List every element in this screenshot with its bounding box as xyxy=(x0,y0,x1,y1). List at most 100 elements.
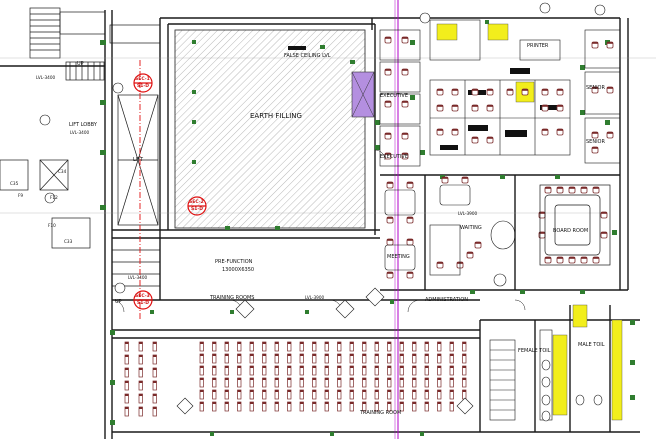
office-chair xyxy=(521,88,529,96)
office-chair xyxy=(386,271,394,279)
level-tag-1: LVL-3400 xyxy=(36,75,56,80)
section-marker-1-sheet: S1-D xyxy=(137,84,149,89)
office-chair xyxy=(384,100,392,108)
column-tag-f12: F12 xyxy=(50,195,58,200)
office-chair xyxy=(436,88,444,96)
office-chair xyxy=(591,131,599,139)
section-callouts xyxy=(133,73,207,310)
office-chair xyxy=(401,100,409,108)
office-chair xyxy=(544,186,552,194)
office-chair xyxy=(591,41,599,49)
office-chair xyxy=(606,41,614,49)
office-chair xyxy=(401,68,409,76)
office-chair xyxy=(471,88,479,96)
office-chair xyxy=(506,88,514,96)
office-chair xyxy=(556,186,564,194)
level-tag-3: LVL-3900 xyxy=(458,211,478,216)
office-chair xyxy=(451,88,459,96)
senior-label-1: SENIOR xyxy=(586,85,605,91)
column-tag-c34: C34 xyxy=(58,169,67,174)
meeting-tables xyxy=(384,184,516,287)
office-chair xyxy=(386,181,394,189)
office-chair xyxy=(436,128,444,136)
office-chair xyxy=(541,128,549,136)
office-chair xyxy=(451,128,459,136)
pre-function-label: PRE-FUNCTION xyxy=(215,259,253,265)
office-chair xyxy=(592,186,600,194)
office-chair xyxy=(606,86,614,94)
office-chair xyxy=(544,256,552,264)
section-marker-2-num: SEC-2 xyxy=(189,200,204,205)
office-chair xyxy=(600,211,608,219)
office-chair xyxy=(384,68,392,76)
up-label: UP xyxy=(77,61,84,67)
section-marker-3-num: SEC-3 xyxy=(135,294,150,299)
up-label-2: UP xyxy=(115,299,122,305)
lift-label: LIFT xyxy=(133,157,144,163)
earth-filling-area xyxy=(174,29,366,229)
training-rooms-label: TRAINING ROOMS xyxy=(210,295,255,301)
office-workstations xyxy=(379,19,621,167)
office-chair xyxy=(556,128,564,136)
toilet-fixtures xyxy=(489,329,603,422)
board-room-label: BOARD ROOM xyxy=(553,228,589,234)
training-room-label: TRAINING ROOM xyxy=(360,410,402,416)
level-tag-4: LVL-3400 xyxy=(128,275,148,280)
outer-walls xyxy=(0,10,640,439)
office-chair xyxy=(401,132,409,140)
board-room-table xyxy=(539,184,611,266)
waiting-label: WAITING xyxy=(460,225,482,231)
printer-label: PRINTER xyxy=(527,43,549,49)
stair-core xyxy=(0,7,161,301)
office-chair xyxy=(606,131,614,139)
office-chair xyxy=(384,132,392,140)
office-chair xyxy=(406,238,414,246)
office-chair xyxy=(466,251,474,259)
level-tag-2: LVL-3400 xyxy=(70,130,90,135)
office-chair xyxy=(541,88,549,96)
office-chair xyxy=(486,104,494,112)
column-tag-c33: C33 xyxy=(64,239,73,244)
male-toilet-label: MALE TOIL xyxy=(578,342,605,348)
executive-label-1: EXECUTIVE xyxy=(380,93,409,99)
office-chair xyxy=(474,241,482,249)
office-chair xyxy=(436,104,444,112)
office-chair xyxy=(436,261,444,269)
office-chair xyxy=(580,186,588,194)
office-chair xyxy=(568,256,576,264)
level-tag-5: LVL-3900 xyxy=(305,295,325,300)
office-chair xyxy=(461,176,469,184)
office-chair xyxy=(556,256,564,264)
earth-filling-label: EARTH FILLING xyxy=(250,112,302,120)
lift-lobby-label: LIFT LOBBY xyxy=(69,122,97,128)
office-chair xyxy=(406,216,414,224)
office-chair xyxy=(451,104,459,112)
office-chair xyxy=(386,238,394,246)
section-marker-1-num: SEC-1 xyxy=(135,77,150,82)
office-chair xyxy=(568,186,576,194)
pre-function-dims: 13000X6350 xyxy=(222,267,255,273)
office-chair xyxy=(541,104,549,112)
yellow-highlights xyxy=(436,23,623,421)
column-tag-f9: F9 xyxy=(18,193,24,198)
false-ceiling-label: FALSE CEILING LVL xyxy=(284,53,331,59)
office-chair xyxy=(486,88,494,96)
section-marker-2-sheet: S1-D xyxy=(191,207,203,212)
office-chair xyxy=(441,176,449,184)
office-chair xyxy=(486,136,494,144)
section-marker-3-sheet: S1-D xyxy=(137,301,149,306)
office-chair xyxy=(556,104,564,112)
office-chair xyxy=(600,231,608,239)
senior-label-2: SENIOR xyxy=(586,139,605,145)
column-tag-c35: C35 xyxy=(10,181,19,186)
office-chair xyxy=(580,256,588,264)
office-chair xyxy=(471,136,479,144)
administration-label: ADMINISTRATION xyxy=(425,297,469,303)
grid-bubbles xyxy=(39,2,606,294)
meeting-label: MEETING xyxy=(387,254,410,260)
female-toilet-label: FEMALE TOIL xyxy=(518,348,551,354)
column-tag-f10: F10 xyxy=(48,223,56,228)
office-chair xyxy=(384,36,392,44)
office-chair xyxy=(591,146,599,154)
